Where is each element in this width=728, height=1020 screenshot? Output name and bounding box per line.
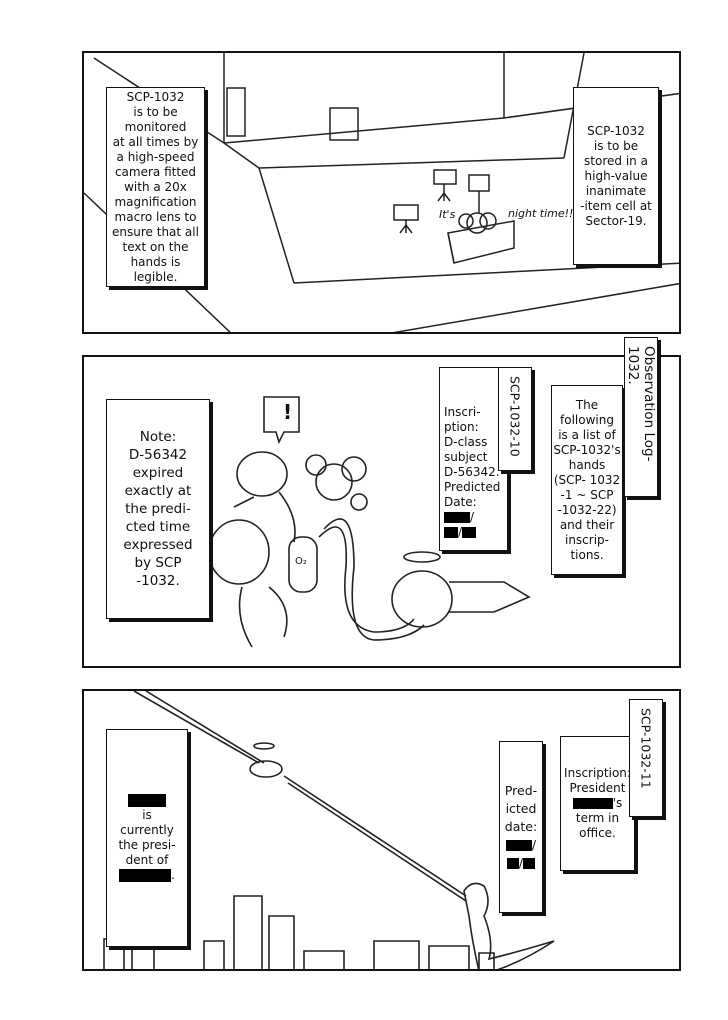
caption-line: by SCP bbox=[134, 555, 182, 571]
caption-current-president: is currently the presi- dent of . bbox=[106, 729, 188, 947]
city-skyline-drawing bbox=[103, 691, 555, 969]
caption-line: Inscri- bbox=[444, 405, 481, 419]
caption-line: stored in a bbox=[584, 153, 648, 168]
caption-inscription-10: Inscri- ption: D-class subject D-56342. … bbox=[439, 367, 508, 551]
redacted-date-line-2: / bbox=[444, 525, 477, 540]
redacted-country-line: . bbox=[119, 868, 175, 883]
caption-line: Pred- bbox=[504, 783, 538, 798]
d-class-drawing bbox=[208, 396, 531, 648]
caption-storage: SCP-1032 is to be stored in a high-value… bbox=[573, 87, 659, 265]
redaction-bar bbox=[572, 798, 613, 809]
label-scp-1032-10: SCP-1032-10 bbox=[498, 367, 532, 471]
caption-line: President bbox=[569, 781, 626, 795]
caption-line: camera fitted bbox=[114, 164, 197, 179]
redacted-president-line: 's bbox=[572, 796, 623, 811]
title-observation-log: Observation Log-1032. bbox=[624, 337, 658, 497]
caption-line: hands bbox=[568, 457, 606, 472]
caption-predicted-date-11: Pred- icted date: / / bbox=[499, 741, 543, 913]
caption-line: -item cell at bbox=[580, 198, 652, 213]
redaction-bar bbox=[462, 527, 477, 538]
redaction-bar bbox=[505, 840, 532, 851]
caption-line: subject bbox=[444, 450, 488, 464]
redaction-bar bbox=[119, 869, 172, 882]
caption-line: -1032-22) bbox=[557, 502, 617, 517]
caption-line: ensure that all bbox=[112, 224, 199, 239]
redaction-bar bbox=[506, 858, 519, 869]
redaction-bar bbox=[444, 527, 458, 538]
caption-line: SCP-1032's bbox=[553, 442, 621, 457]
caption-line: Note: bbox=[139, 429, 177, 445]
caption-line: D-56342. bbox=[444, 465, 500, 479]
caption-line: -1 ~ SCP bbox=[560, 487, 614, 502]
caption-line: inscrip- bbox=[564, 532, 609, 547]
containment-cell-drawing bbox=[84, 53, 679, 332]
caption-line: D-class bbox=[444, 435, 488, 449]
redaction-bar bbox=[523, 858, 536, 869]
caption-line: high-value bbox=[584, 168, 648, 183]
o2-tank-label: O₂ bbox=[295, 556, 307, 567]
caption-line: macro lens to bbox=[114, 209, 197, 224]
caption-line: the presi- bbox=[118, 838, 176, 852]
caption-line: date: bbox=[504, 819, 538, 834]
redaction-bar bbox=[128, 794, 166, 807]
caption-period: . bbox=[171, 868, 175, 882]
caption-line: term in bbox=[575, 811, 620, 825]
redacted-date-line-1: / bbox=[505, 836, 536, 854]
caption-line: SCP-1032 bbox=[587, 123, 645, 138]
caption-line: expired bbox=[132, 465, 184, 481]
panel-president: is currently the presi- dent of . Pred- … bbox=[82, 689, 681, 971]
caption-line: and their bbox=[559, 517, 615, 532]
exclamation-mark: ! bbox=[283, 400, 293, 424]
caption-line: Inscription: bbox=[564, 766, 631, 780]
caption-line: following bbox=[560, 412, 614, 427]
panel-observation-log: Note: D-56342 expired exactly at the pre… bbox=[82, 355, 681, 668]
label-scp-1032-11: SCP-1032-11 bbox=[629, 699, 663, 817]
caption-line: is a list of bbox=[558, 427, 616, 442]
caption-line: inanimate bbox=[585, 183, 647, 198]
redacted-date-line-1: / bbox=[444, 510, 474, 525]
caption-line: is to be bbox=[593, 138, 639, 153]
sfx-its: It's bbox=[439, 208, 456, 221]
caption-line: ption: bbox=[444, 420, 479, 434]
caption-line: magnification bbox=[114, 194, 197, 209]
caption-note: Note: D-56342 expired exactly at the pre… bbox=[106, 399, 210, 619]
caption-line: The bbox=[575, 397, 599, 412]
panel-containment-cell: SCP-1032 is to be monitored at all times… bbox=[82, 51, 681, 334]
caption-line: at all times by bbox=[112, 134, 199, 149]
caption-line: expressed bbox=[123, 537, 193, 553]
redaction-bar bbox=[444, 512, 470, 523]
caption-line: SCP-1032 bbox=[126, 89, 185, 104]
caption-monitoring: SCP-1032 is to be monitored at all times… bbox=[106, 87, 205, 287]
caption-line: monitored bbox=[124, 119, 187, 134]
caption-line: icted bbox=[505, 801, 537, 816]
caption-line: -1032. bbox=[136, 573, 180, 589]
caption-line: exactly at bbox=[124, 483, 192, 499]
sfx-night-time: night time!! bbox=[508, 207, 574, 220]
redacted-name-line bbox=[128, 793, 166, 808]
caption-line: legible. bbox=[133, 269, 178, 284]
caption-line: office. bbox=[579, 826, 616, 840]
caption-line: hands is bbox=[130, 254, 181, 269]
caption-line: Date: bbox=[444, 495, 477, 509]
caption-line: (SCP- 1032 bbox=[553, 472, 621, 487]
caption-line: dent of bbox=[125, 853, 169, 867]
caption-line: cted time bbox=[125, 519, 191, 535]
caption-line: Predicted bbox=[444, 480, 501, 494]
caption-line: is bbox=[142, 808, 152, 822]
caption-inscription-11: Inscription: President 's term in office… bbox=[560, 736, 635, 871]
caption-line: currently bbox=[120, 823, 174, 837]
caption-line: the predi- bbox=[125, 501, 191, 517]
caption-line: D-56342 bbox=[128, 447, 188, 463]
caption-possessive: 's bbox=[612, 796, 623, 810]
redacted-date-line-2: / bbox=[506, 854, 536, 872]
caption-line: with a 20x bbox=[124, 179, 187, 194]
caption-line: a high-speed bbox=[116, 149, 195, 164]
caption-list-intro: The following is a list of SCP-1032's ha… bbox=[551, 385, 623, 575]
caption-line: tions. bbox=[570, 547, 604, 562]
caption-line: text on the bbox=[122, 239, 189, 254]
caption-line: is to be bbox=[133, 104, 178, 119]
caption-line: Sector-19. bbox=[585, 213, 647, 228]
